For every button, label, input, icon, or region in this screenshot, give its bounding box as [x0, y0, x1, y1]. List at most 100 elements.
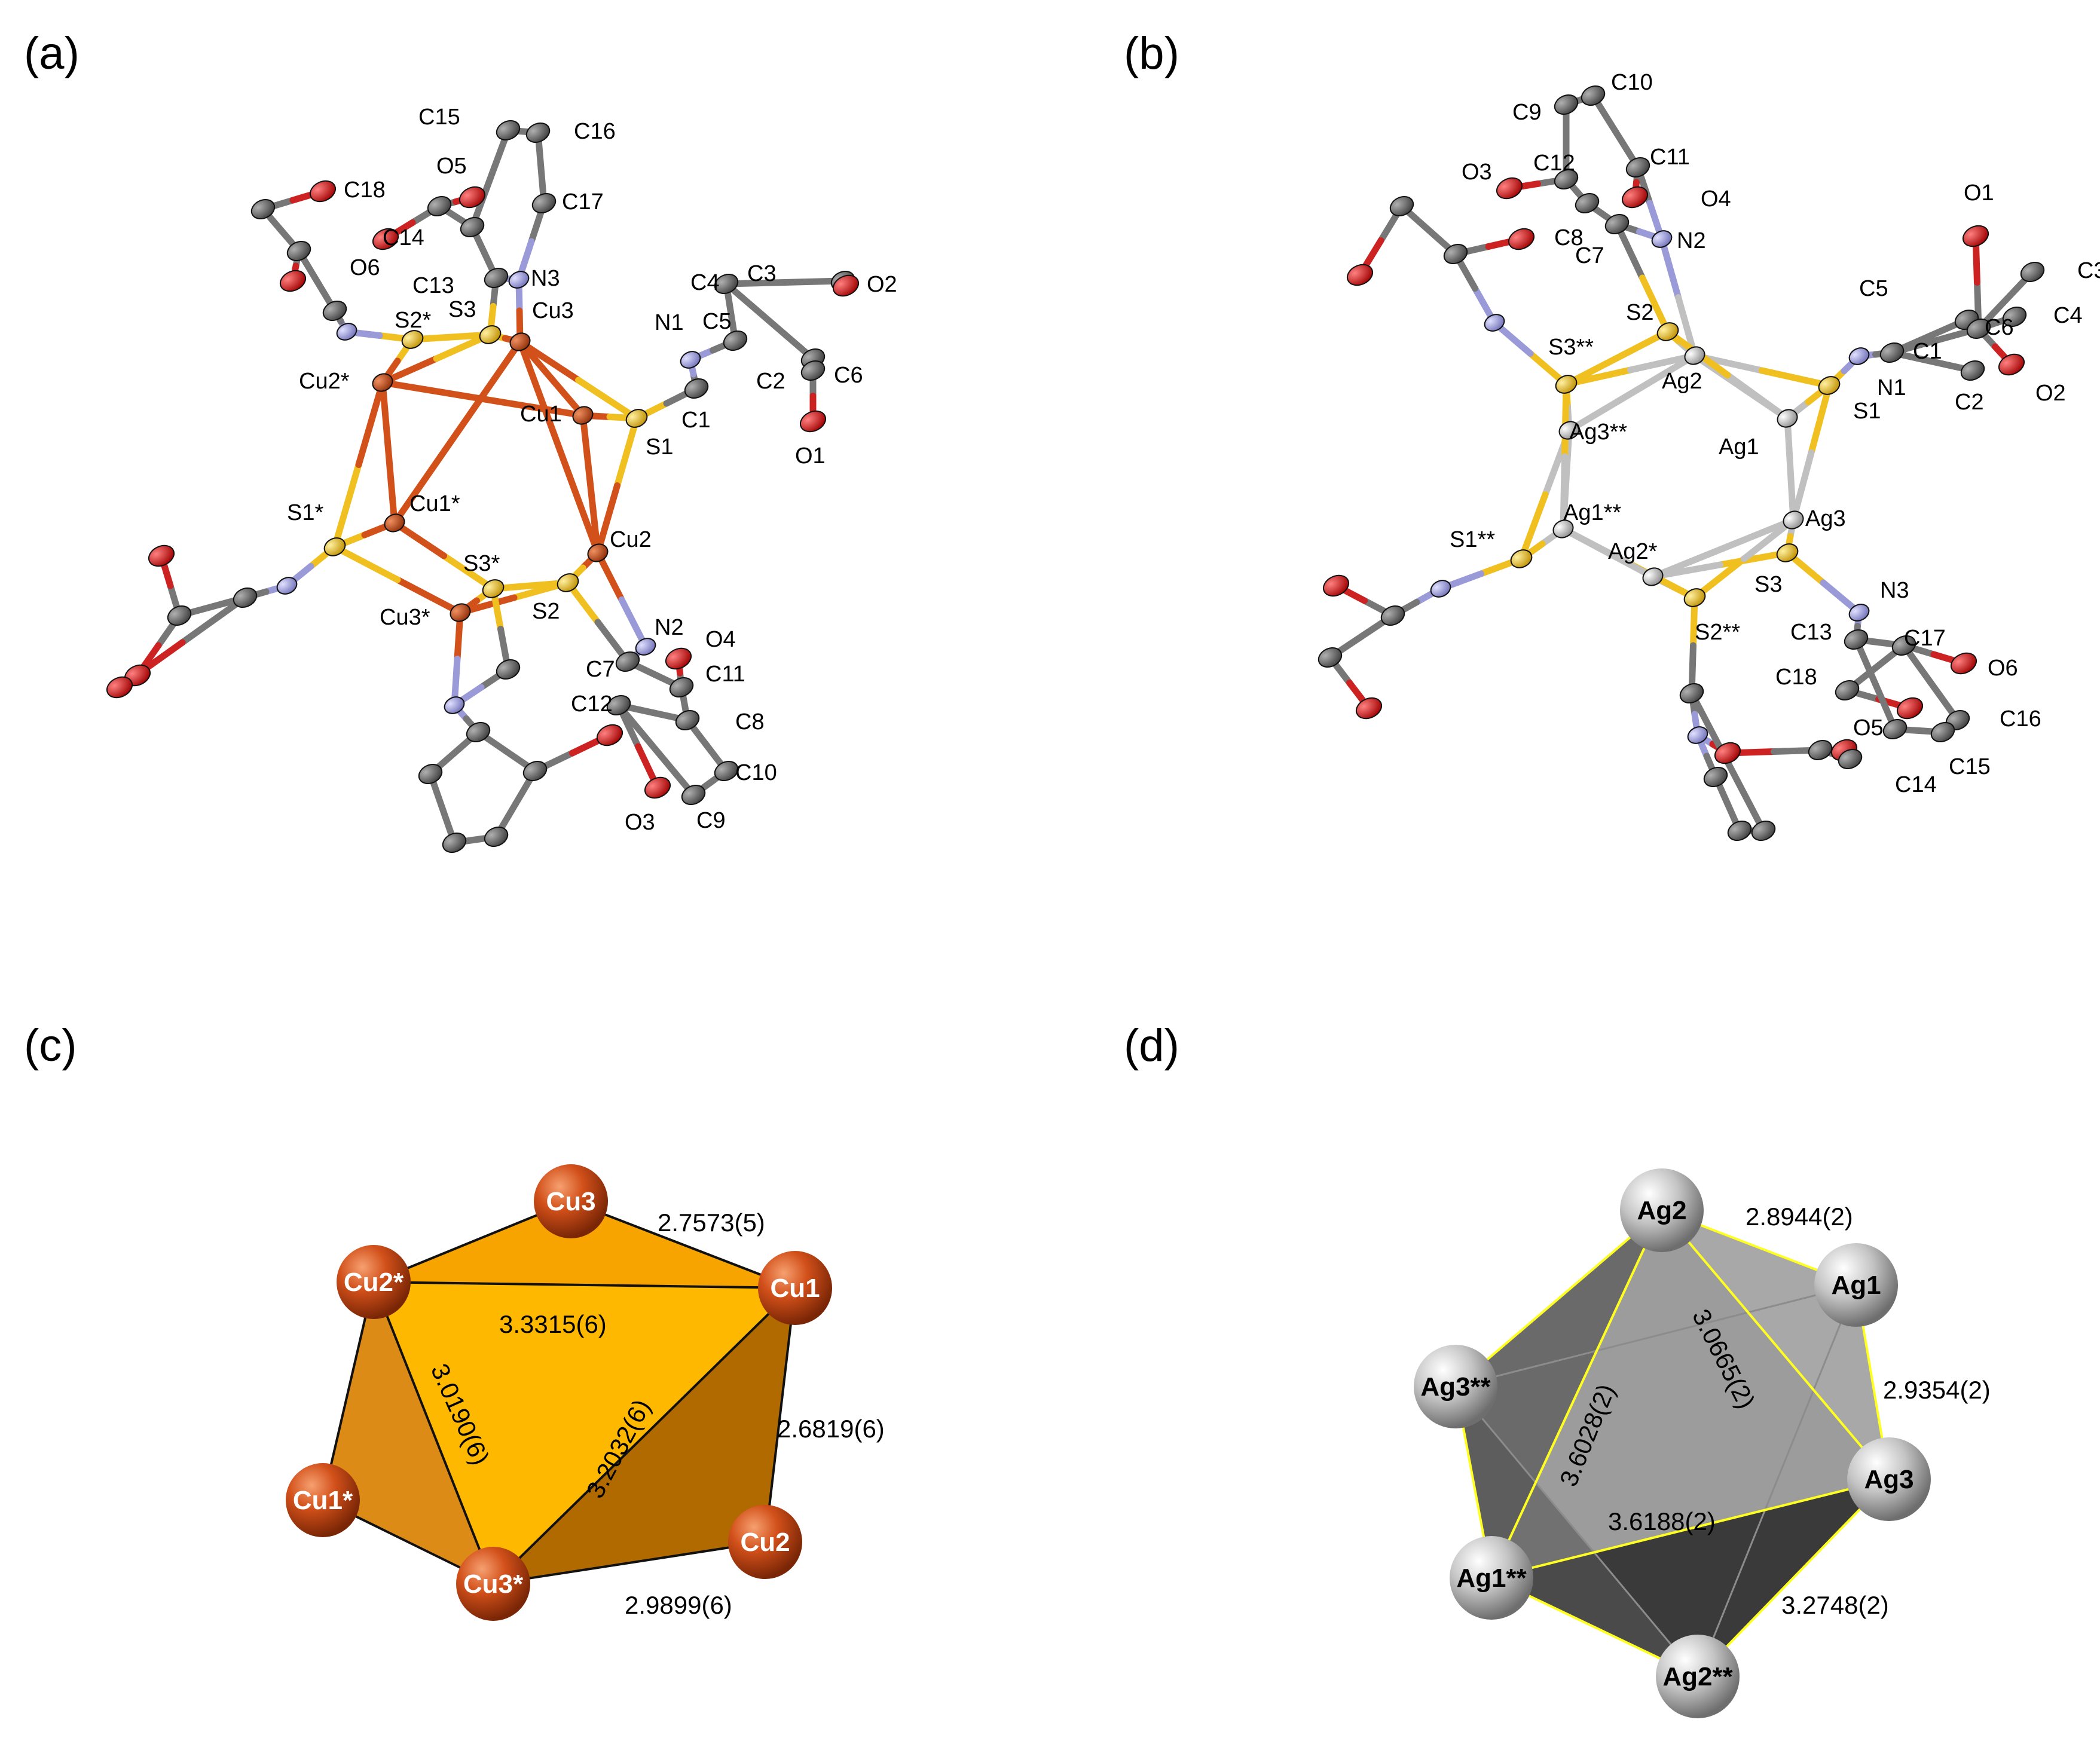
bond-u9-u11 — [179, 594, 249, 646]
bond-Ag3ss-S1ss — [1518, 491, 1549, 562]
bond-Cu3s-S1s — [394, 576, 464, 616]
atom-label: O3 — [625, 810, 655, 835]
d-face-bottom — [1491, 1479, 1889, 1676]
c-node-label: Cu2 — [740, 1528, 790, 1557]
panel-label-d: (d) — [1124, 1020, 1179, 1071]
atom-c-c13 — [1844, 629, 1869, 650]
atom-label: C8 — [1554, 225, 1584, 250]
atom-c-c18 — [1835, 680, 1860, 701]
atom-c-c2 — [1960, 360, 1985, 381]
bond-Ag1-S2 — [1724, 372, 1791, 422]
d-node-label: Ag2 — [1637, 1196, 1686, 1225]
atom-o-o4 — [1621, 186, 1649, 209]
atom-label: Ag1 — [1719, 435, 1759, 460]
atom-n-u6 — [336, 323, 357, 341]
bond-S1s-Cu2s — [331, 461, 362, 550]
d-node-label: Ag3 — [1864, 1465, 1913, 1494]
atom-o-u19 — [596, 724, 623, 746]
atom-s-s1s — [323, 537, 346, 556]
atom-label: S3** — [1548, 335, 1594, 360]
panel-d-back-edges — [1454, 1284, 1857, 1677]
atom-label: S2** — [1695, 620, 1740, 645]
bond-Cu3-S1 — [516, 338, 582, 384]
atom-label: Cu1 — [520, 402, 562, 427]
atom-label: C4 — [2053, 303, 2083, 328]
bond-Ag3-Ag2s — [1720, 516, 1797, 552]
atom-label: C10 — [1611, 70, 1653, 95]
atom-o-o5 — [1896, 697, 1924, 720]
atom-c-u9 — [233, 587, 258, 608]
panel-c-spheres — [286, 1164, 832, 1621]
atom-o-o1 — [1962, 225, 1989, 247]
atom-s-s3s — [482, 579, 505, 598]
atom-label: C11 — [1650, 145, 1690, 170]
panel-b-bonds — [1326, 92, 2036, 834]
atom-o-v3 — [1508, 228, 1535, 250]
atom-c-c6 — [800, 360, 826, 381]
atom-c-c7 — [615, 651, 640, 672]
atom-c-c4 — [714, 273, 739, 295]
atom-cu-cu2 — [587, 543, 609, 562]
atom-c-c15 — [1930, 721, 1955, 743]
d-edge — [1661, 1209, 1890, 1480]
panel-b-atom-labels: C10C9C11O3C12O4C8C7N2O1C5C3C4C6S2S3**Ag2… — [1450, 70, 2100, 797]
atom-ag-ag2s — [1642, 567, 1664, 586]
atom-label: C3 — [2077, 258, 2100, 283]
c-distance-label: 2.9899(6) — [625, 1591, 732, 1619]
c-edge — [764, 1287, 796, 1543]
atom-label: C13 — [1790, 620, 1832, 645]
c-sphere-cu3star — [456, 1547, 530, 1621]
panel-c-cu6-octahedron: Cu3 Cu2* Cu1 Cu1* Cu2 Cu3* 2.7573(5) 3.3… — [286, 1164, 885, 1621]
atom-c-v14 — [1808, 739, 1833, 761]
atom-label: C12 — [571, 691, 613, 717]
atom-cu-cu2s — [372, 373, 393, 392]
atom-c-u17 — [484, 826, 509, 847]
atom-o-u1 — [309, 180, 337, 203]
atom-o-o5 — [458, 186, 486, 209]
atom-c-v11 — [1679, 683, 1704, 704]
d-distance-label: 2.8944(2) — [1746, 1203, 1853, 1231]
atom-label: C2 — [1955, 390, 1984, 415]
atom-label: O6 — [350, 255, 380, 280]
atom-n-v12 — [1687, 726, 1708, 744]
atom-label: N2 — [1677, 228, 1706, 253]
c-edge — [492, 1287, 796, 1585]
atom-o-v4 — [1346, 264, 1374, 286]
atom-n-v8 — [1430, 580, 1451, 598]
bond-C7-S2 — [1613, 221, 1646, 282]
atom-c-v7 — [1380, 605, 1405, 626]
atom-label: C6 — [1985, 315, 2014, 340]
atom-label: C18 — [344, 178, 386, 203]
bond-S3ss-Ag1ss — [1560, 453, 1568, 533]
bond-S1-Ag3 — [1790, 449, 1815, 524]
atom-label: C12 — [1533, 151, 1575, 176]
d-node-label: Ag3** — [1420, 1372, 1491, 1402]
bond-Cu2-N2 — [618, 596, 649, 650]
c-node-label: Cu3* — [463, 1569, 524, 1599]
atom-label: S3 — [1754, 572, 1782, 597]
atom-label: S1* — [287, 500, 323, 525]
bond-Ag3ss-Ag2 — [1628, 352, 1698, 396]
atom-label: S2* — [395, 308, 431, 333]
atom-s-s3 — [479, 325, 502, 344]
atom-c-u14 — [466, 721, 491, 743]
atom-c-v18 — [1751, 820, 1776, 842]
c-face-bottom-left — [323, 1282, 493, 1584]
c-sphere-cu2star — [337, 1245, 411, 1319]
atom-label: Cu2 — [610, 527, 652, 552]
atom-ag-ag2 — [1684, 346, 1705, 365]
atom-c-c14 — [460, 216, 485, 238]
panel-d-spheres — [1414, 1168, 1931, 1718]
atom-label: C5 — [702, 309, 732, 334]
atom-cu-cu1 — [572, 406, 594, 425]
atom-c-v19 — [1838, 748, 1863, 770]
atom-label: C14 — [383, 225, 424, 250]
atom-label: C3 — [747, 261, 777, 286]
bond-Cu2s-Cu1s — [385, 449, 398, 527]
bond-S3-Ag2s — [1649, 561, 1723, 580]
atom-c-u18 — [522, 760, 548, 782]
atom-c-u15 — [418, 763, 443, 785]
atom-o-o3 — [1496, 177, 1523, 200]
atom-c-v17 — [1727, 820, 1752, 842]
atom-o-u4 — [279, 270, 307, 292]
